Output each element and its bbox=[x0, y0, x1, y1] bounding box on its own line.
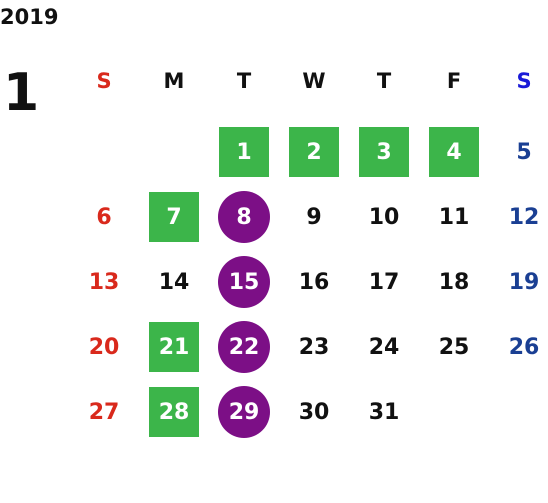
day-cell[interactable]: 12 bbox=[489, 185, 548, 250]
day-cell[interactable]: 16 bbox=[279, 250, 349, 315]
day-number: 12 bbox=[508, 205, 540, 230]
day-number: 3 bbox=[376, 140, 392, 165]
day-cell[interactable]: 19 bbox=[489, 250, 548, 315]
day-number: 30 bbox=[298, 400, 330, 425]
day-number: 31 bbox=[368, 400, 400, 425]
day-cell-green[interactable]: 4 bbox=[419, 120, 489, 185]
day-number: 28 bbox=[158, 400, 190, 425]
day-cell[interactable]: 24 bbox=[349, 315, 419, 380]
day-cell[interactable]: 27 bbox=[69, 380, 139, 445]
day-cell-green[interactable]: 1 bbox=[209, 120, 279, 185]
weekday-header: S bbox=[96, 69, 112, 93]
day-cell-green[interactable]: 21 bbox=[139, 315, 209, 380]
day-cell[interactable]: 30 bbox=[279, 380, 349, 445]
weekday-header: T bbox=[376, 69, 392, 93]
day-number: 7 bbox=[166, 205, 182, 230]
day-number: 26 bbox=[508, 335, 540, 360]
day-cell[interactable]: 10 bbox=[349, 185, 419, 250]
day-number: 25 bbox=[438, 335, 470, 360]
day-cell[interactable]: 20 bbox=[69, 315, 139, 380]
day-number: 6 bbox=[96, 205, 112, 230]
day-number: 24 bbox=[368, 335, 400, 360]
weekday-header: T bbox=[236, 69, 252, 93]
day-cell[interactable]: 9 bbox=[279, 185, 349, 250]
day-number: 16 bbox=[298, 270, 330, 295]
day-cell-purple[interactable]: 29 bbox=[209, 380, 279, 445]
day-cell[interactable]: 5 bbox=[489, 120, 548, 185]
day-cell[interactable]: 17 bbox=[349, 250, 419, 315]
day-cell-purple[interactable]: 8 bbox=[209, 185, 279, 250]
day-number: 13 bbox=[88, 270, 120, 295]
weekday-header: M bbox=[163, 69, 185, 93]
day-number: 2 bbox=[306, 140, 322, 165]
day-cell-purple[interactable]: 15 bbox=[209, 250, 279, 315]
day-cell-green[interactable]: 2 bbox=[279, 120, 349, 185]
day-cell-green[interactable]: 28 bbox=[139, 380, 209, 445]
day-cell-green[interactable]: 3 bbox=[349, 120, 419, 185]
day-number: 29 bbox=[228, 400, 260, 425]
day-number: 11 bbox=[438, 205, 470, 230]
day-number: 20 bbox=[88, 335, 120, 360]
day-number: 21 bbox=[158, 335, 190, 360]
day-cell[interactable]: 23 bbox=[279, 315, 349, 380]
day-number: 5 bbox=[516, 140, 532, 165]
day-cell[interactable]: 26 bbox=[489, 315, 548, 380]
day-number: 18 bbox=[438, 270, 470, 295]
day-number: 17 bbox=[368, 270, 400, 295]
day-cell[interactable]: 11 bbox=[419, 185, 489, 250]
day-number: 22 bbox=[228, 335, 260, 360]
weekday-header: F bbox=[446, 69, 462, 93]
day-number: 27 bbox=[88, 400, 120, 425]
day-number: 15 bbox=[228, 270, 260, 295]
day-cell[interactable]: 31 bbox=[349, 380, 419, 445]
day-cell-purple[interactable]: 22 bbox=[209, 315, 279, 380]
day-cell[interactable]: 13 bbox=[69, 250, 139, 315]
day-cell[interactable]: 18 bbox=[419, 250, 489, 315]
year-label: 2019 bbox=[0, 5, 59, 29]
day-number: 9 bbox=[306, 205, 322, 230]
day-number: 4 bbox=[446, 140, 462, 165]
day-number: 23 bbox=[298, 335, 330, 360]
month-number: 1 bbox=[3, 63, 40, 123]
day-cell[interactable]: 25 bbox=[419, 315, 489, 380]
day-cell[interactable]: 14 bbox=[139, 250, 209, 315]
day-number: 1 bbox=[236, 140, 252, 165]
day-cell[interactable]: 6 bbox=[69, 185, 139, 250]
day-number: 14 bbox=[158, 270, 190, 295]
day-number: 10 bbox=[368, 205, 400, 230]
day-cell-green[interactable]: 7 bbox=[139, 185, 209, 250]
weekday-header: S bbox=[516, 69, 532, 93]
day-number: 19 bbox=[508, 270, 540, 295]
weekday-header: W bbox=[302, 69, 326, 93]
day-number: 8 bbox=[236, 205, 252, 230]
